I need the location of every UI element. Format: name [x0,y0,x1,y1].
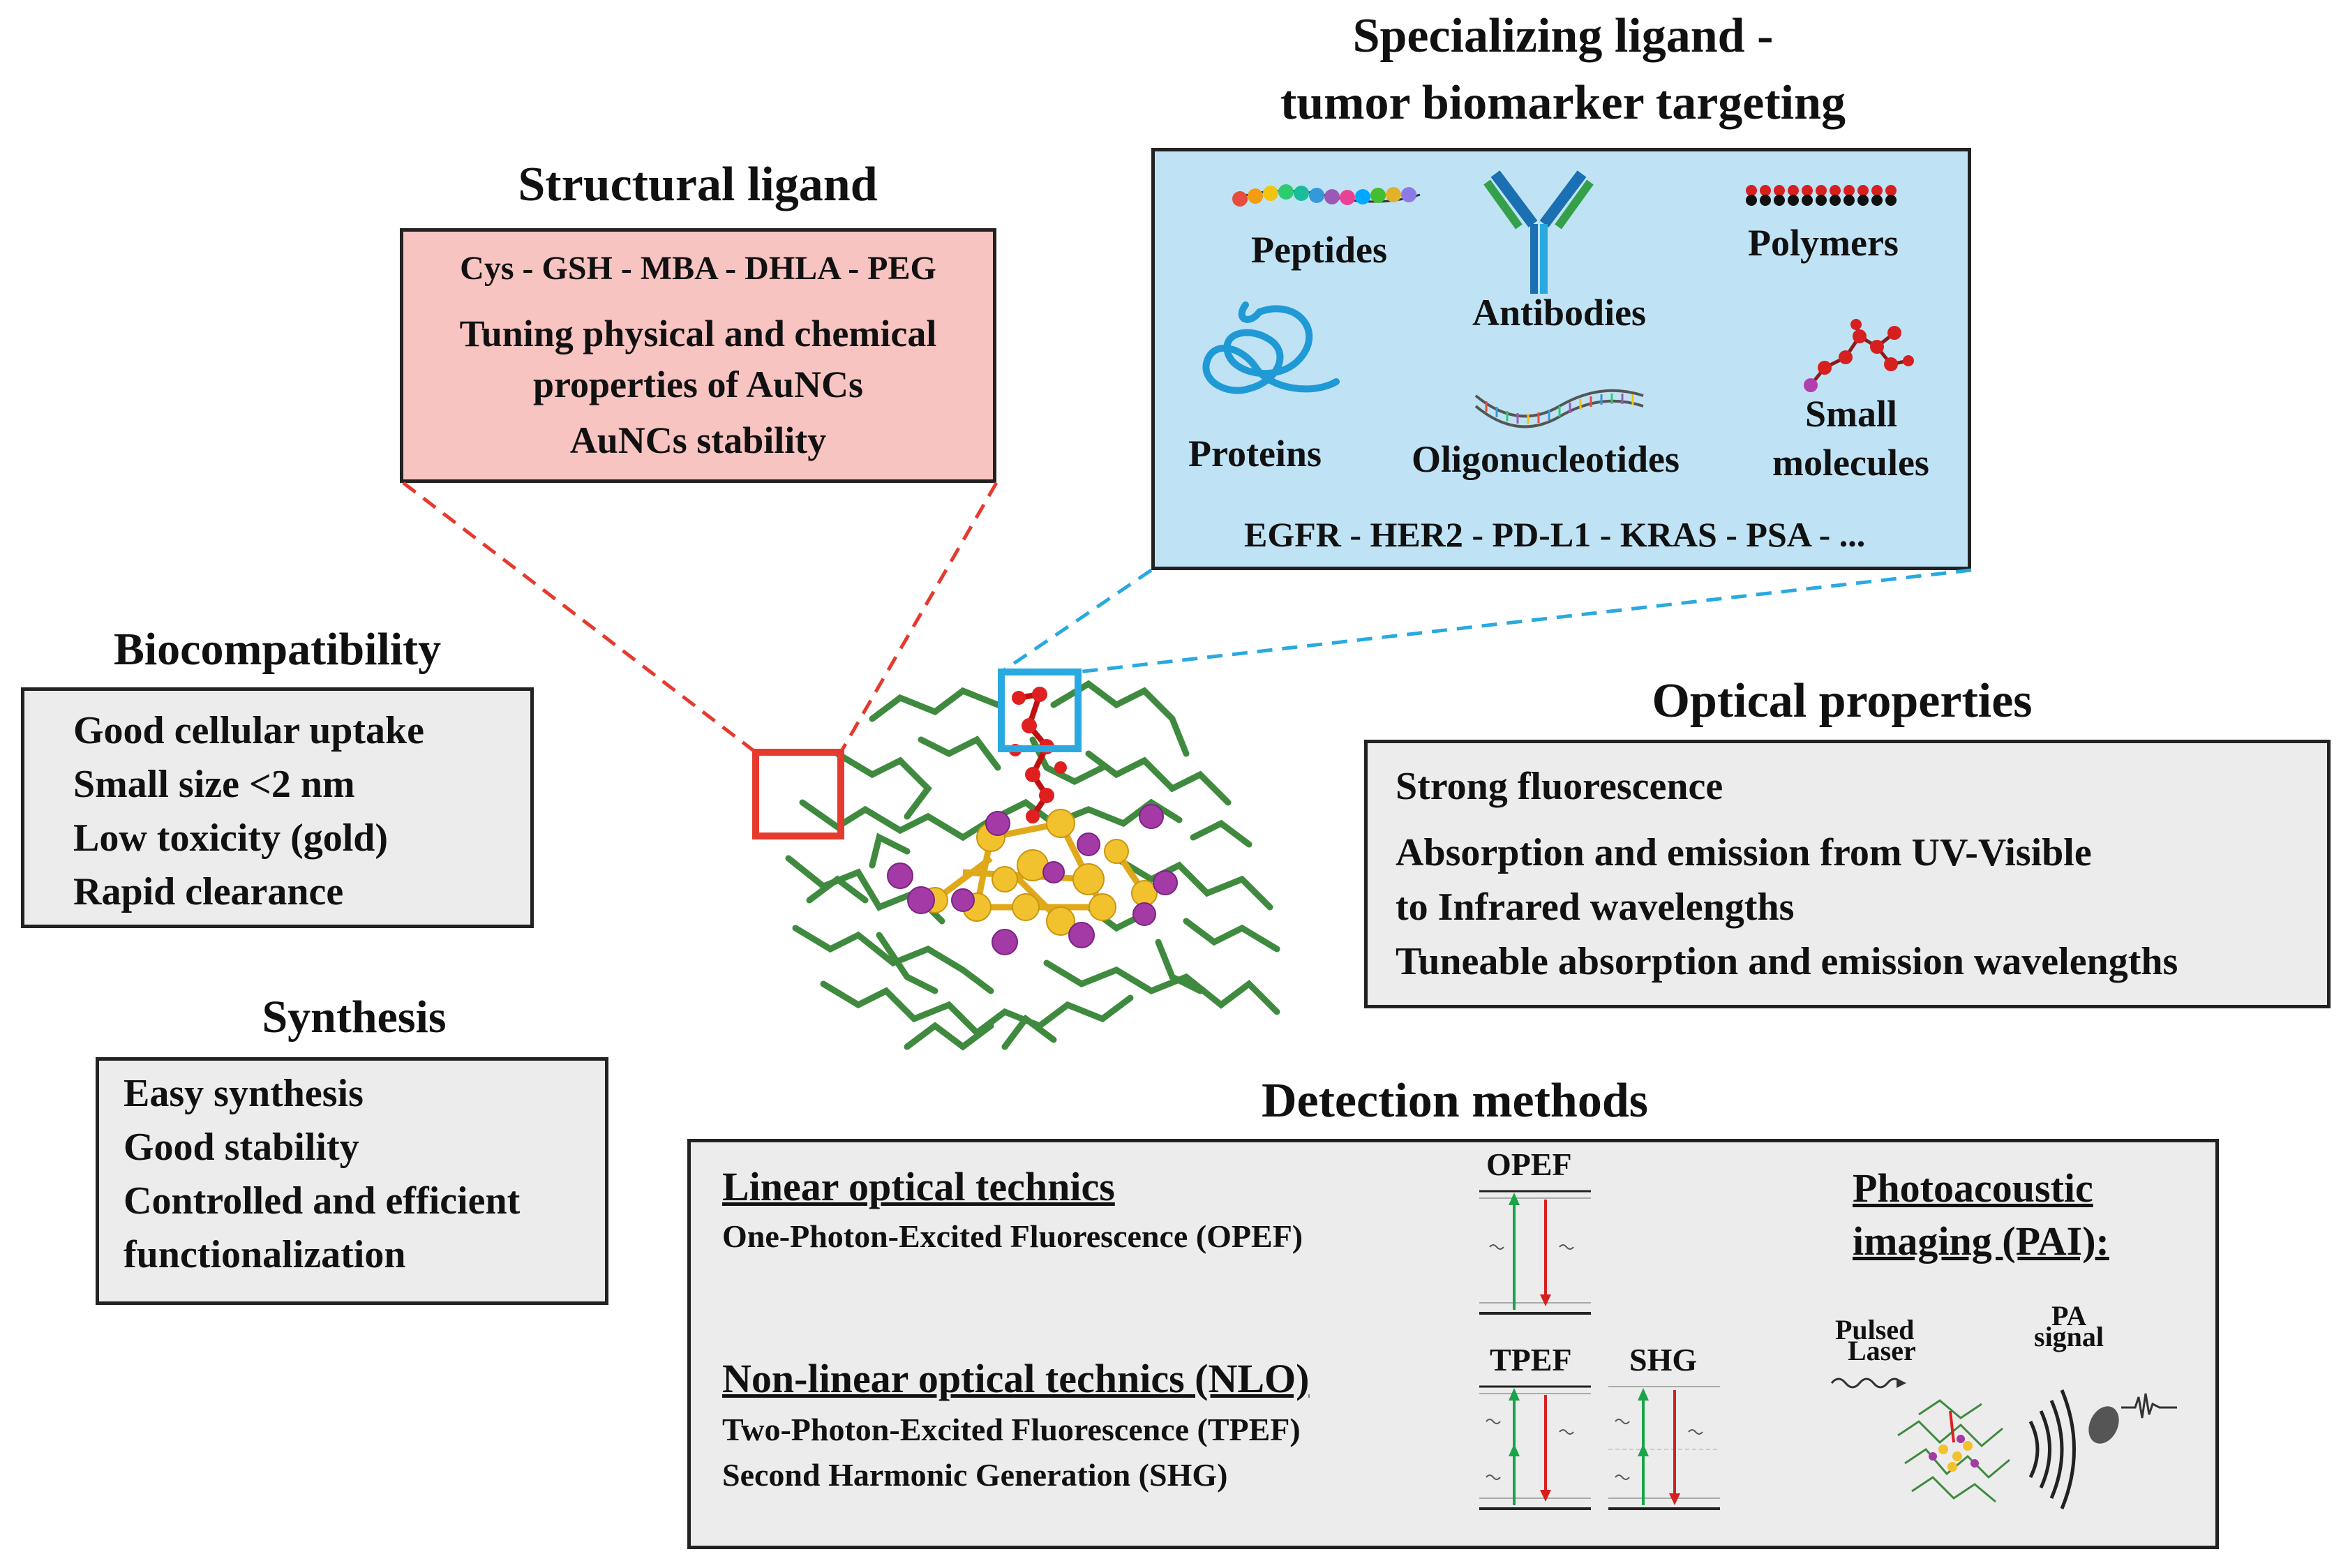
oligonucleotide-icon [1474,389,1644,428]
specializing-ligand-highlight [998,669,1082,752]
synthesis-item: Easy synthesis [124,1072,364,1115]
oligonucleotides-label: Oligonucleotides [1412,438,1680,480]
optical-item: to Infrared wavelengths [1396,886,1795,929]
pai-heading-2: imaging (PAI): [1853,1218,2109,1264]
structural-connector-right [839,481,999,754]
pulsed-laser-label-1: Pulsed [1835,1314,1915,1345]
pulsed-laser-label-2: Laser [1848,1335,1916,1366]
detection-box: Linear optical technics One-Photon-Excit… [687,1139,2219,1549]
pa-signal-label-2: signal [2034,1321,2104,1352]
synthesis-title: Synthesis [262,992,447,1043]
photoacoustic-illustration [1830,1377,2177,1509]
structural-ligands-list: Cys - GSH - MBA - DHLA - PEG [460,250,936,287]
tpef-label: TPEF [1490,1342,1572,1377]
antibodies-label: Antibodies [1472,292,1647,334]
ligand-shell [785,680,1280,1051]
biomarkers-list: EGFR - HER2 - PD-L1 - KRAS - PSA - ... [1244,515,1866,554]
detection-title: Detection methods [1261,1074,1649,1128]
structural-line-3: AuNCs stability [569,419,827,461]
small-molecule-icon [1804,319,1914,392]
proteins-label: Proteins [1188,433,1322,475]
biocompatibility-item: Rapid clearance [73,870,344,913]
protein-icon [1202,301,1340,394]
shg-label: SHG [1629,1342,1698,1377]
specializing-connector-left [1000,568,1153,674]
optical-item: Strong fluorescence [1396,765,1723,808]
nlo-technics-item: Second Harmonic Generation (SHG) [722,1457,1228,1493]
shg-energy-diagram [1608,1386,1720,1510]
synthesis-item: functionalization [124,1233,406,1276]
antibody-icon [1483,170,1594,294]
biocompatibility-item: Low toxicity (gold) [73,816,389,860]
biocompatibility-title: Biocompatibility [113,624,442,675]
linear-technics-heading: Linear optical technics [722,1164,1115,1209]
structural-ligand-box: Cys - GSH - MBA - DHLA - PEG Tuning phys… [400,228,996,483]
synthesis-box: Easy synthesis Good stability Controlled… [96,1057,608,1305]
tpef-energy-diagram [1479,1385,1591,1510]
structural-line-1: Tuning physical and chemical [459,313,937,354]
nlo-technics-item: Two-Photon-Excited Fluorescence (TPEF) [722,1412,1301,1447]
biocompatibility-item: Good cellular uptake [73,709,425,752]
pai-heading-1: Photoacoustic [1853,1165,2093,1211]
optical-item: Absorption and emission from UV-Visible [1396,831,2092,874]
specializing-ligand-box: Peptides Antibodies Polymers Proteins [1151,148,1971,570]
structural-connector-left [402,481,757,754]
structural-title: Structural ligand [518,158,878,211]
pa-signal-label-1: PA [2051,1300,2087,1331]
structural-line-2: properties of AuNCs [532,364,863,405]
opef-label: OPEF [1486,1147,1572,1182]
peptide-chain-icon [1232,184,1421,207]
linear-technics-item: One-Photon-Excited Fluorescence (OPEF) [722,1218,1303,1254]
specializing-title-line2: tumor biomarker targeting [1280,76,1846,130]
small-molecules-label-2: molecules [1772,442,1929,484]
specializing-title-line1: Specializing ligand - [1352,9,1774,63]
polymers-label: Polymers [1748,222,1899,264]
peptides-label: Peptides [1251,229,1387,271]
optical-title: Optical properties [1652,674,2033,728]
polymer-chain-icon [1746,185,1897,206]
synthesis-item: Good stability [124,1126,359,1169]
optical-box: Strong fluorescence Absorption and emiss… [1364,740,2331,1008]
synthesis-item: Controlled and efficient [124,1179,521,1223]
specializing-connector-right [1077,568,1972,674]
structural-ligand-highlight [752,749,844,839]
biocompatibility-item: Small size <2 nm [73,763,355,806]
small-molecules-label-1: Small [1805,393,1898,435]
opef-energy-diagram [1479,1190,1591,1315]
biocompatibility-box: Good cellular uptake Small size <2 nm Lo… [21,687,534,928]
nlo-technics-heading: Non-linear optical technics (NLO) [722,1356,1310,1401]
optical-item: Tuneable absorption and emission wavelen… [1396,940,2178,983]
